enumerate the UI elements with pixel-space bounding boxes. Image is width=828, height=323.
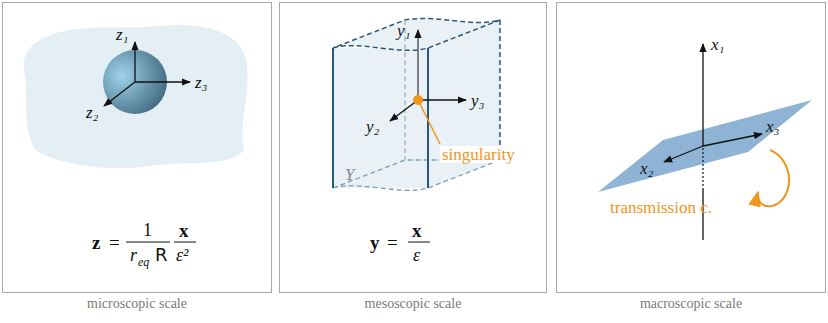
axis-label: z₁ [116, 26, 129, 43]
axis-label: z₂ [86, 104, 99, 121]
cell-bottom [333, 160, 500, 190]
formula-subscript: eq [138, 256, 149, 268]
singularity-label: singularity [440, 146, 517, 163]
formula-symbol: y [370, 233, 380, 252]
formula-symbol: ε² [176, 246, 189, 264]
formula-symbol: z [92, 233, 100, 252]
formula-symbol: ε [413, 246, 420, 264]
transmission-arrow [758, 150, 789, 206]
scale-caption: mesoscopic scale [280, 296, 546, 312]
cell-top [333, 18, 500, 50]
scale-panel: macroscopic scale [556, 2, 826, 293]
axis-label: y₁ [397, 22, 410, 39]
axis-label: z₃ [195, 74, 208, 91]
axis-label: x₁ [711, 36, 724, 53]
scale-caption: microscopic scale [3, 296, 271, 312]
formula-symbol: 1 [143, 221, 152, 239]
formula-symbol: R [155, 246, 168, 264]
formula-symbol: = [387, 233, 398, 252]
formula-symbol: x [179, 221, 189, 240]
axis-label: x₂ [640, 160, 653, 177]
formula-symbol: r [130, 246, 137, 264]
axis-label: y₂ [366, 118, 379, 135]
formula-symbol: = [109, 233, 120, 252]
axis-label: y₃ [471, 92, 484, 109]
interface-plane [598, 100, 812, 192]
singularity-dot [413, 95, 423, 105]
medium-blob [24, 25, 248, 168]
scale-caption: macroscopic scale [557, 296, 825, 312]
axis-label: x₃ [766, 118, 779, 135]
cell-label: Y [345, 166, 354, 183]
formula-symbol: x [412, 221, 422, 240]
transmission-label: transmission c. [608, 199, 714, 216]
